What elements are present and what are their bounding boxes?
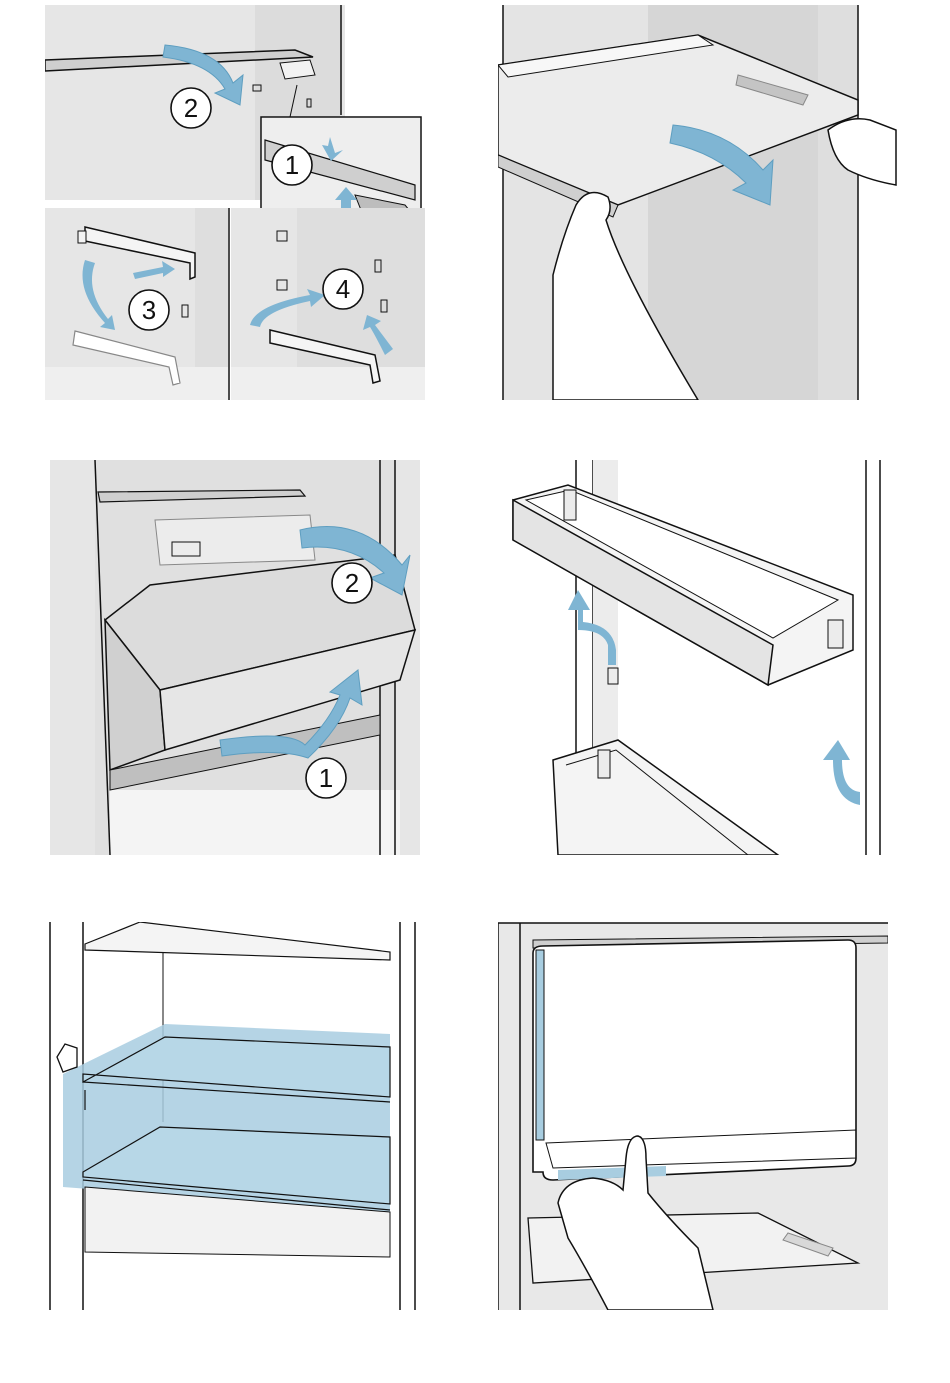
step-4-label: 4 [336,274,350,304]
panel-shelf-positions [45,922,425,1310]
step-2-label: 2 [184,93,198,123]
panel-freezer-flap [498,918,888,1310]
drawer-step-2-label: 2 [345,568,359,598]
door-rack-illustration [498,460,888,855]
panel-glass-shelf-removal [498,5,898,400]
glass-shelf-illustration [498,5,898,400]
panel-drawer-removal: 2 1 [50,460,420,855]
panel-shelf-bracket-removal: 2 1 3 4 [45,5,425,400]
step-1-label: 1 [285,150,299,180]
drawer-illustration: 2 1 [50,460,420,855]
drawer-step-1-label: 1 [319,763,333,793]
shelf-bracket-illustration: 2 1 3 4 [45,5,425,400]
step-3-label: 3 [142,295,156,325]
freezer-flap-illustration [498,918,888,1310]
shelf-positions-illustration [45,922,425,1310]
panel-door-rack-removal [498,460,888,855]
